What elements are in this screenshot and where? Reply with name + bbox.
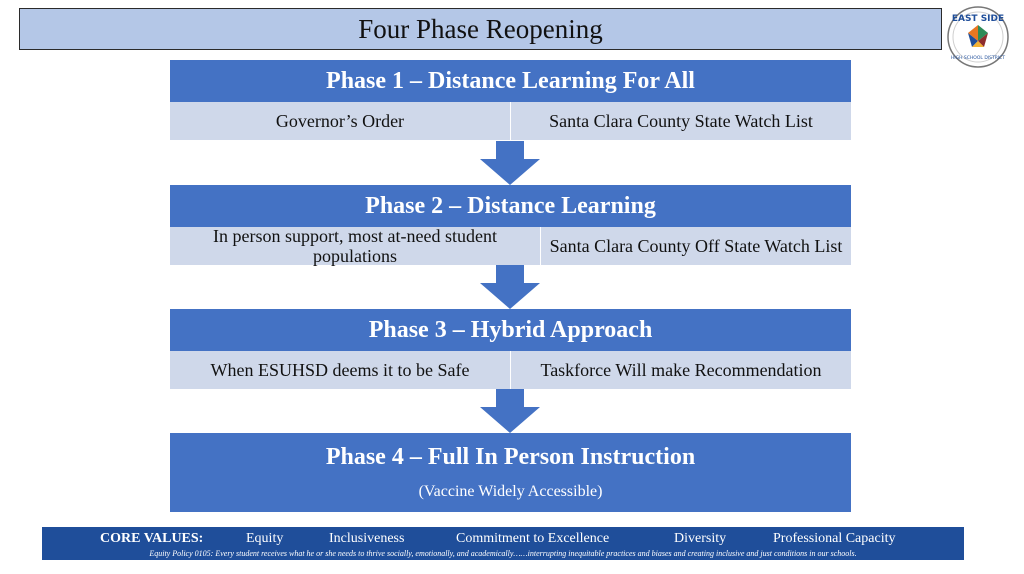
logo-top-text: EAST SIDE [952,14,1004,24]
phase-2-left: In person support, most at-need student … [213,226,497,266]
core-values-footer: CORE VALUES: Equity Inclusiveness Commit… [42,527,964,560]
phase-1-header: Phase 1 – Distance Learning For All [170,60,851,102]
slide-title-text: Four Phase Reopening [358,13,603,44]
down-arrow-icon [480,141,540,185]
phase-2-right: Santa Clara County Off State Watch List [540,227,851,265]
phase-4-subtitle: (Vaccine Widely Accessible) [418,483,603,500]
phase-3-title: Phase 3 – Hybrid Approach [368,316,653,343]
phase-2-title: Phase 2 – Distance Learning [365,192,656,219]
phase-2-header: Phase 2 – Distance Learning [170,185,851,227]
core-value-item: Inclusiveness [329,531,405,546]
phase-3-right: Taskforce Will make Recommendation [510,351,851,389]
district-logo: EAST SIDE HIGH SCHOOL DISTRICT [947,6,1009,68]
equity-policy-text: Equity Policy 0105: Every student receiv… [149,549,857,558]
phase-2-conditions: In person support, most at-need student … [170,226,851,266]
core-values-label: CORE VALUES: [100,531,204,546]
phase-4-box: Phase 4 – Full In Person Instruction (Va… [170,433,851,512]
logo-bottom-text: HIGH SCHOOL DISTRICT [951,55,1005,61]
phase-3-conditions: When ESUHSD deems it to be Safe Taskforc… [170,351,851,389]
core-value-item: Equity [246,531,284,546]
phase-4-title: Phase 4 – Full In Person Instruction [325,444,696,470]
phase-1-left: Governor’s Order [275,111,405,131]
phase-1-conditions: Governor’s Order Santa Clara County Stat… [170,102,851,140]
phase-1-title: Phase 1 – Distance Learning For All [326,67,695,94]
slide-title: Four Phase Reopening [19,8,942,50]
core-value-item: Commitment to Excellence [456,531,610,546]
down-arrow-icon [480,265,540,309]
core-value-item: Professional Capacity [773,531,896,546]
phase-1-right: Santa Clara County State Watch List [510,102,851,140]
phase-3-left: When ESUHSD deems it to be Safe [210,360,470,380]
core-value-item: Diversity [674,531,727,546]
phase-3-header: Phase 3 – Hybrid Approach [170,309,851,351]
down-arrow-icon [480,389,540,433]
